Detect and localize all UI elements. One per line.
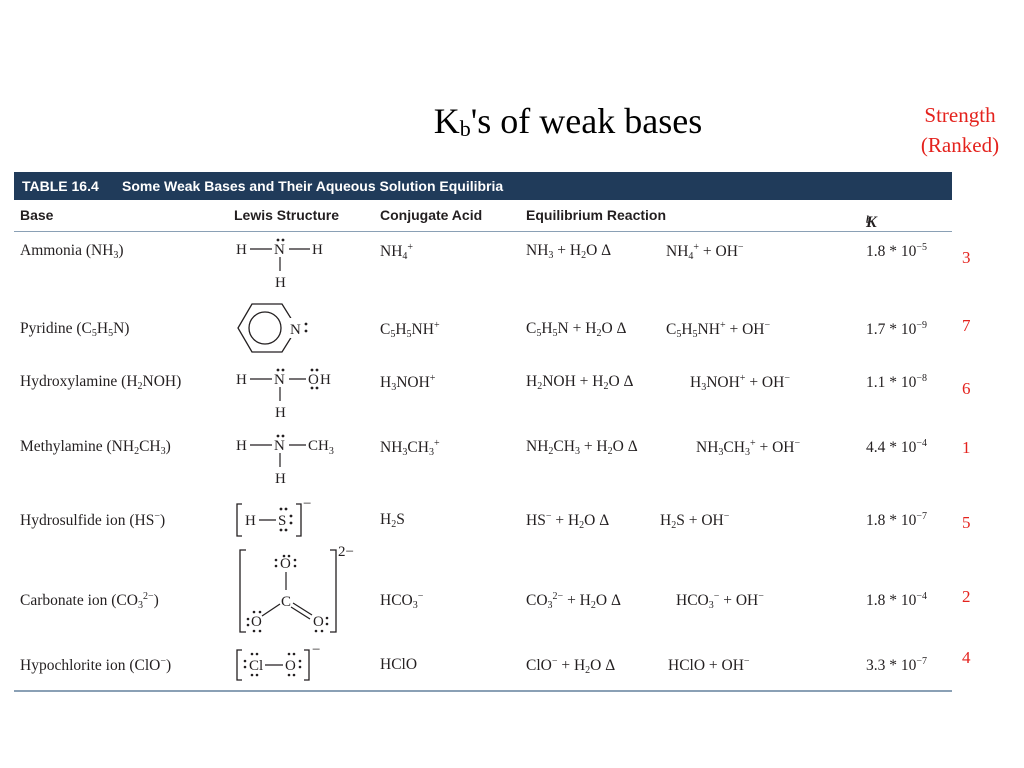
conjugate-acid: H3NOH+ [380,373,436,393]
reaction-left: CO32− + H2O Δ [526,591,621,611]
conjugate-acid: HCO3− [380,591,424,611]
kb-value: 1.8 * 10−7 [866,511,928,529]
header-equilibrium: Equilibrium Reaction [526,207,667,223]
kb-value: 1.1 * 10−8 [866,373,928,391]
table-number: TABLE 16.4 [22,178,99,194]
svg-text:H: H [236,438,247,454]
svg-text:H: H [275,471,286,486]
reaction-left: NH3 + H2O Δ [526,242,612,261]
reaction-left: H2NOH + H2O Δ [526,373,634,392]
header-base: Base [20,207,54,223]
title-k: K [433,101,460,141]
base-name: Methylamine (NH2CH3) [20,438,171,457]
svg-text:H: H [236,242,247,258]
kb-value: 4.4 * 10−4 [866,438,928,456]
table-caption-bar: TABLE 16.4 Some Weak Bases and Their Aqu… [14,172,952,200]
lewis-ammonia: H N H H [234,238,334,295]
reaction-right: HCO3− + OH− [676,591,764,611]
svg-text:H: H [236,372,247,388]
svg-text:H: H [245,513,256,529]
svg-text:H: H [312,242,323,258]
svg-text:N: N [274,438,285,454]
lewis-pyridine: N [234,298,324,365]
strength-rank: 4 [962,648,971,667]
strength-label: Strength (Ranked) [900,100,1020,160]
kb-value: 1.8 * 10−5 [866,242,928,260]
strength-rank: 2 [962,587,971,606]
reaction-right: HClO + OH− [668,656,750,674]
strength-rank: 7 [962,316,971,335]
svg-text:O: O [308,372,319,388]
conjugate-acid: C5H5NH+ [380,320,440,340]
svg-text:H: H [275,405,286,420]
kb-value: 1.8 * 10−4 [866,591,928,609]
svg-text:−: − [312,644,320,658]
svg-text:CH3: CH3 [308,438,334,457]
svg-text:O: O [313,614,324,630]
svg-text:N: N [274,372,285,388]
svg-text:H: H [320,372,331,388]
header-lewis: Lewis Structure [234,207,340,223]
title-rest: 's of weak bases [470,101,703,141]
slide-title: Kb's of weak bases [0,100,1024,142]
reaction-right: H3NOH+ + OH− [690,373,790,393]
conjugate-acid: H2S [380,511,405,530]
svg-text:N: N [290,322,301,338]
base-name: Hydroxylamine (H2NOH) [20,373,182,392]
kb-value: 1.7 * 10−9 [866,320,928,338]
strength-line1: Strength [924,103,996,127]
table-bottom-rule [14,690,952,692]
reaction-right: C5H5NH+ + OH− [666,320,771,340]
svg-text:O: O [251,614,262,630]
svg-text:−: − [303,498,311,512]
svg-text:2−: 2− [338,546,354,560]
base-name: Hydrosulfide ion (HS−) [20,511,166,529]
base-name: Hypochlorite ion (ClO−) [20,656,172,674]
lewis-hydrosulfide: H S − [234,496,324,547]
svg-text:N: N [274,242,285,258]
strength-rank: 5 [962,513,971,532]
strength-rank: 3 [962,248,971,267]
base-name: Carbonate ion (CO32−) [20,591,159,611]
lewis-hydroxylamine: H N O H H [234,368,344,425]
reaction-right: NH3CH3+ + OH− [696,438,801,458]
kb-value: 3.3 * 10−7 [866,656,928,674]
conjugate-acid: NH4+ [380,242,414,262]
base-name: Ammonia (NH3) [20,242,124,261]
reaction-right: NH4+ + OH− [666,242,744,262]
base-name: Pyridine (C5H5N) [20,320,130,339]
svg-text:C: C [281,594,291,610]
strength-rank: 6 [962,379,971,398]
svg-text:H: H [275,275,286,290]
strength-line2: (Ranked) [920,133,1000,157]
reaction-left: NH2CH3 + H2O Δ [526,438,638,457]
lewis-methylamine: H N CH3 H [234,434,354,491]
title-sub: b [459,116,471,141]
header-conjugate-acid: Conjugate Acid [380,207,483,223]
column-headers: Base Lewis Structure Conjugate Acid Equi… [14,200,952,232]
reaction-left: HS− + H2O Δ [526,511,610,531]
conjugate-acid: HClO [380,656,418,673]
svg-text:Cl: Cl [249,658,263,674]
svg-text:O: O [280,556,291,572]
svg-text:O: O [285,658,296,674]
strength-rank: 1 [962,438,971,457]
conjugate-acid: NH3CH3+ [380,438,440,458]
reaction-left: C5H5N + H2O Δ [526,320,627,339]
lewis-hypochlorite: Cl O − [234,642,334,691]
lewis-carbonate: O C O O 2− [234,544,358,641]
reaction-left: ClO− + H2O Δ [526,656,616,676]
svg-text:S: S [278,513,286,529]
reaction-right: H2S + OH− [660,511,730,531]
table-caption: Some Weak Bases and Their Aqueous Soluti… [122,178,504,194]
